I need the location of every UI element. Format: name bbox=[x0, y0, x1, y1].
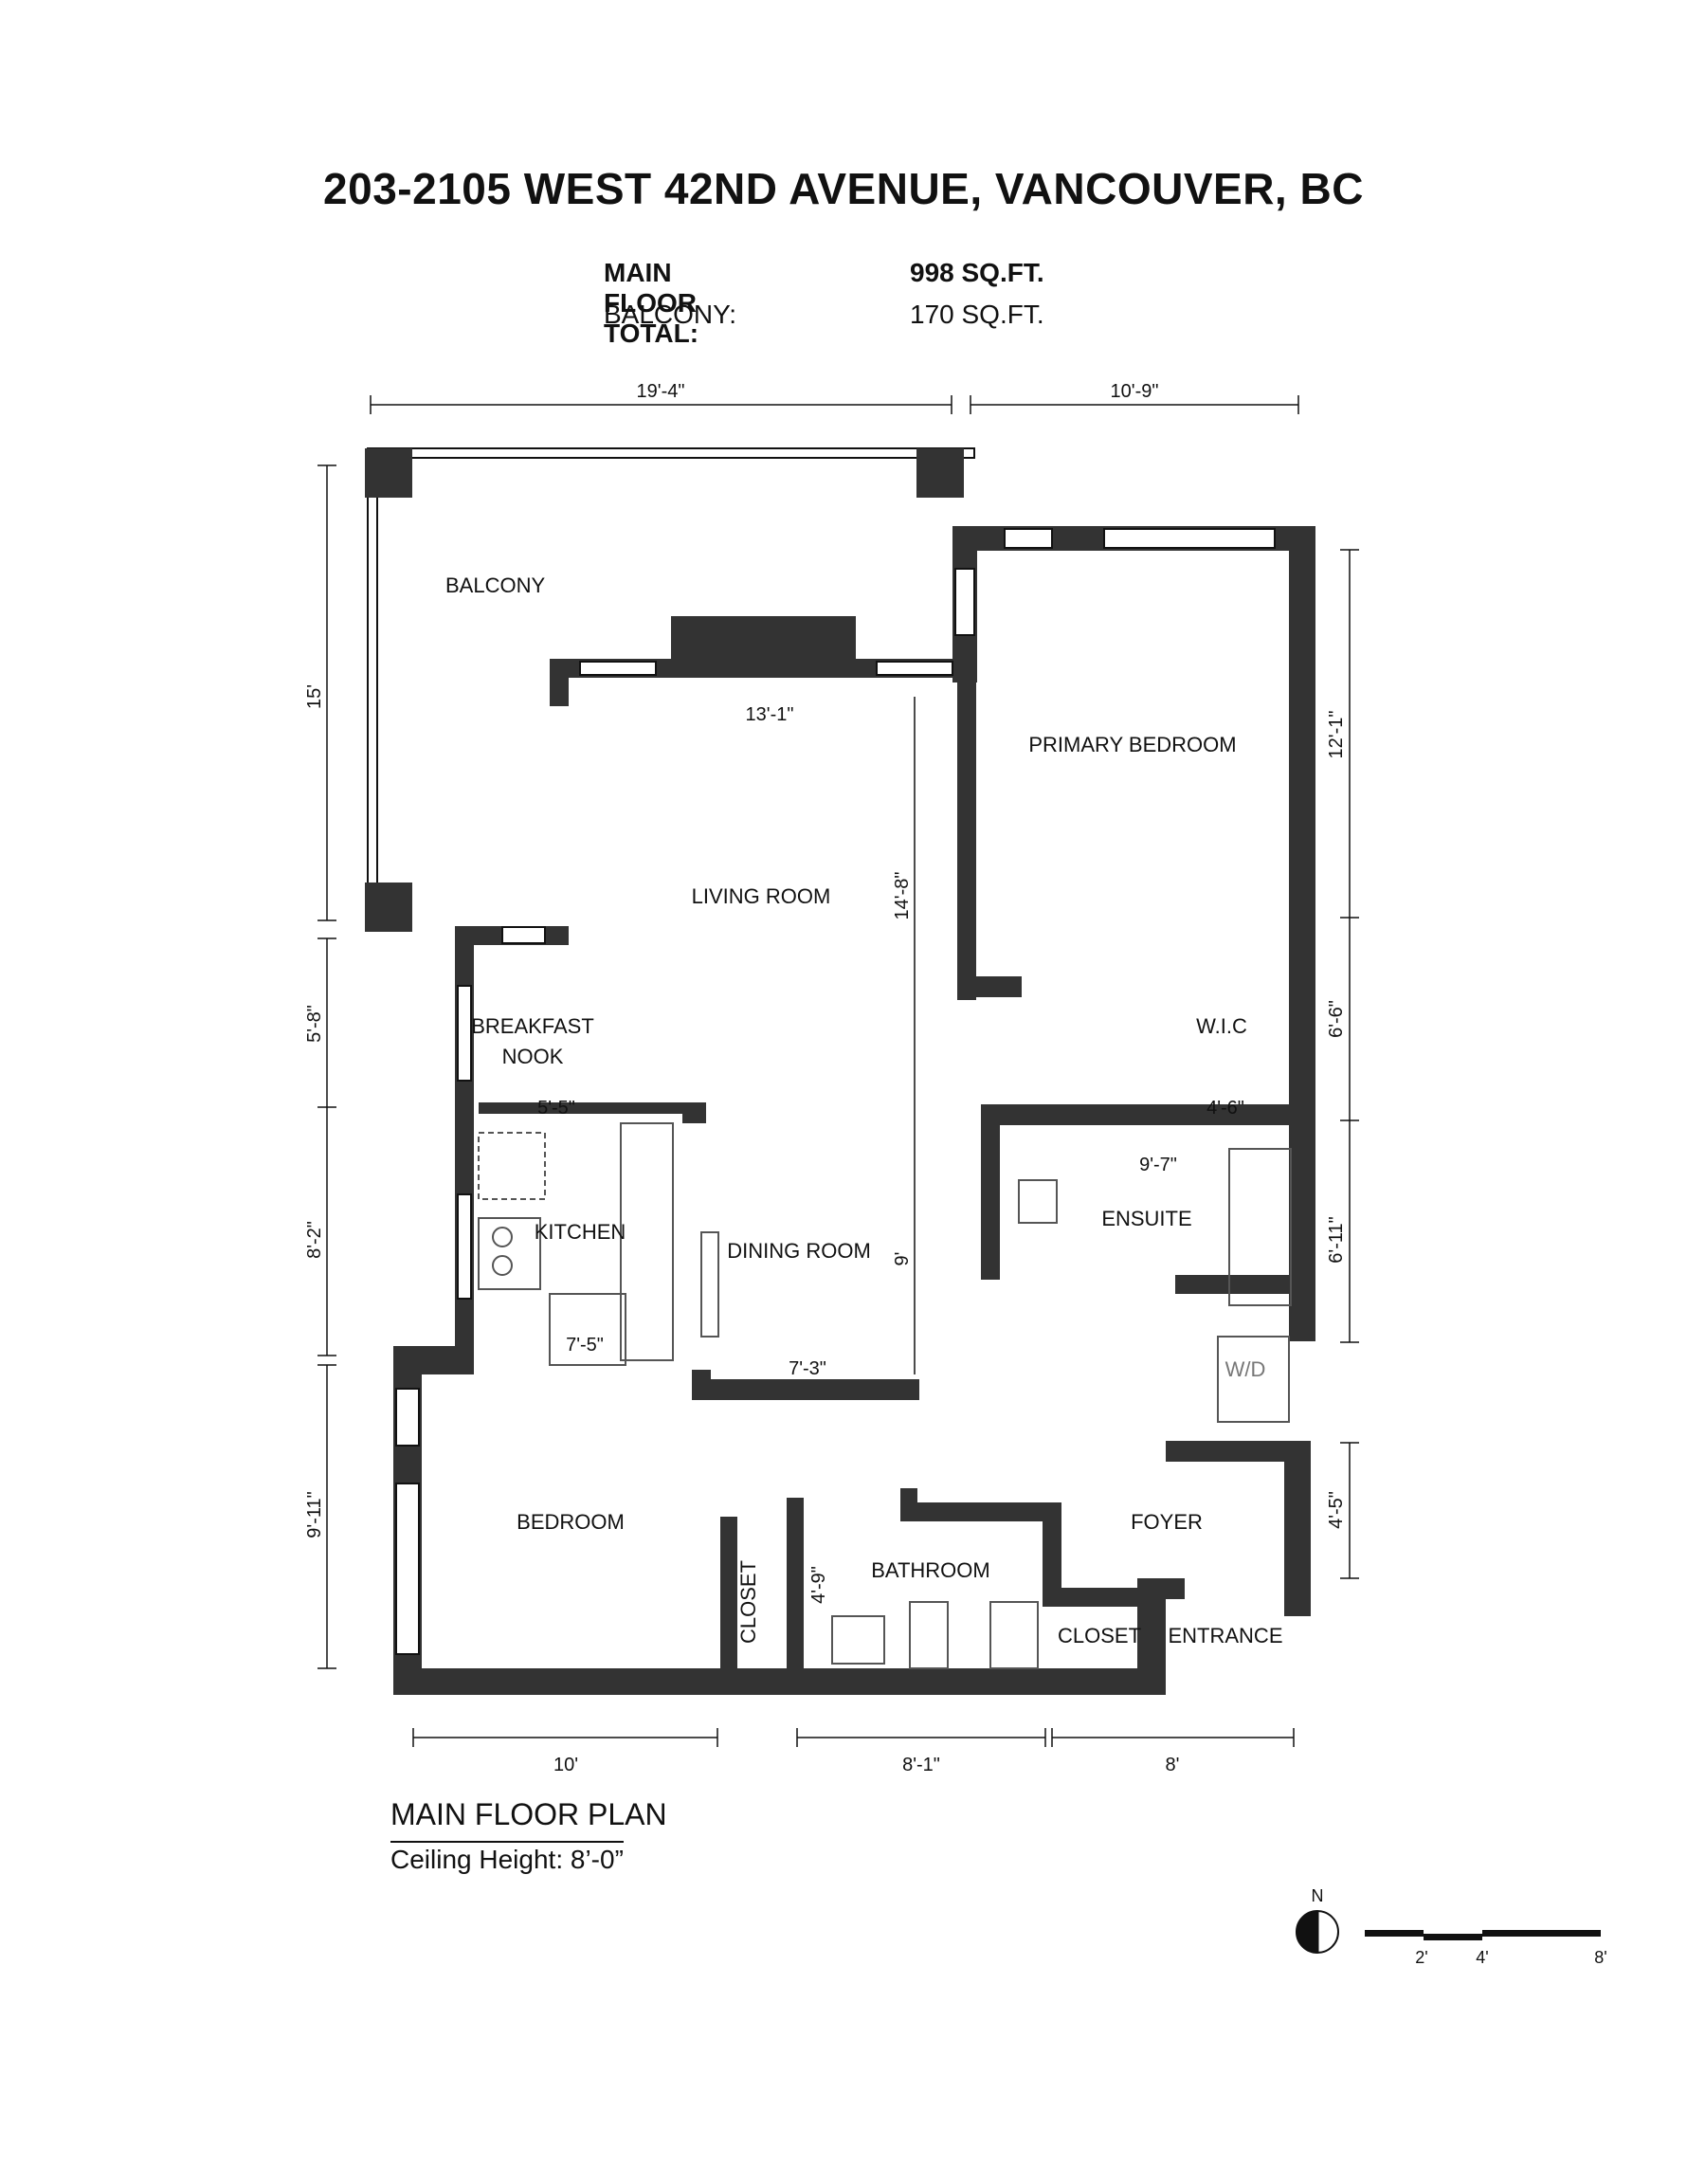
room-label-dining-room: DINING ROOM bbox=[727, 1239, 871, 1263]
room-label-balcony: BALCONY bbox=[445, 573, 545, 597]
room-label-kitchen: KITCHEN bbox=[535, 1220, 626, 1244]
dim-top-left: 19'-4" bbox=[637, 381, 685, 402]
dim-living-height: 14'-8" bbox=[892, 872, 913, 920]
area-value: 170 SQ.FT. bbox=[910, 300, 1044, 329]
dim-top-right: 10'-9" bbox=[1111, 381, 1159, 402]
room-labels: BALCONY PRIMARY BEDROOM LIVING ROOM BREA… bbox=[445, 573, 1283, 1647]
room-label-living-room: LIVING ROOM bbox=[692, 884, 831, 908]
room-label-wd: W/D bbox=[1225, 1357, 1266, 1381]
dim-kitchen-height: 8'-2" bbox=[304, 1221, 325, 1259]
compass-label: N bbox=[1312, 1886, 1324, 1905]
dim-bottom-mid: 8'-1" bbox=[902, 1755, 940, 1775]
room-label-ensuite: ENSUITE bbox=[1101, 1207, 1191, 1230]
room-label-bathroom: BATHROOM bbox=[871, 1558, 989, 1582]
dim-nook-height: 5'-8" bbox=[304, 1005, 325, 1043]
area-label: BALCONY: bbox=[604, 300, 737, 329]
scale-label: 2' bbox=[1415, 1948, 1427, 1967]
dim-bedroom-height: 9'-11" bbox=[304, 1491, 325, 1538]
dim-wic-height: 6'-6" bbox=[1326, 1000, 1347, 1038]
dim-balcony-height: 15' bbox=[304, 684, 325, 709]
ceiling-height: Ceiling Height: 8’-0” bbox=[390, 1841, 624, 1875]
dim-bathroom-depth: 4'-9" bbox=[808, 1566, 829, 1604]
dim-wic-width: 4'-6" bbox=[1206, 1098, 1244, 1119]
room-label-foyer: FOYER bbox=[1131, 1510, 1203, 1534]
windows bbox=[395, 528, 1276, 1655]
dim-living-width: 13'-1" bbox=[746, 704, 794, 725]
dimension-lines bbox=[317, 395, 1359, 1747]
room-label-wic: W.I.C bbox=[1196, 1014, 1247, 1038]
dim-dining-width: 7'-3" bbox=[789, 1358, 826, 1379]
dim-nook-width: 5'-5" bbox=[537, 1098, 575, 1119]
fixtures bbox=[478, 1122, 1292, 1669]
dim-foyer-height: 4'-5" bbox=[1326, 1491, 1347, 1529]
dim-kitchen-width: 7'-5" bbox=[566, 1335, 604, 1356]
room-label-nook: NOOK bbox=[502, 1045, 564, 1068]
area-value: 998 SQ.FT. bbox=[910, 258, 1044, 287]
dim-ensuite-height: 6'-11" bbox=[1326, 1216, 1347, 1263]
dimension-labels: 19'-4" 10'-9" 15' 13'-1" 14'-8" 12'-1" 5… bbox=[304, 381, 1347, 1775]
room-label-bedroom-closet: CLOSET bbox=[736, 1560, 760, 1644]
dim-bottom-left: 10' bbox=[553, 1755, 578, 1775]
dim-primary-height: 12'-1" bbox=[1326, 711, 1347, 759]
room-label-bedroom: BEDROOM bbox=[517, 1510, 625, 1534]
property-title: 203-2105 WEST 42ND AVENUE, VANCOUVER, BC bbox=[323, 164, 1364, 213]
dim-ensuite-width: 9'-7" bbox=[1139, 1155, 1177, 1175]
room-label-entrance: ENTRANCE bbox=[1168, 1624, 1282, 1647]
scale-bar: 2' 4' 8' bbox=[1365, 1930, 1607, 1967]
balcony-outline bbox=[365, 447, 975, 932]
plan-title: MAIN FLOOR PLAN bbox=[390, 1797, 667, 1831]
dim-dining-height: 9' bbox=[892, 1252, 913, 1266]
north-arrow: N bbox=[1296, 1886, 1339, 1954]
room-label-primary-bedroom: PRIMARY BEDROOM bbox=[1028, 733, 1236, 756]
scale-label: 4' bbox=[1476, 1948, 1488, 1967]
area-label: MAIN FLOOR TOTAL: bbox=[604, 258, 699, 348]
room-label-entry-closet: CLOSET bbox=[1058, 1624, 1141, 1647]
room-label-breakfast: BREAKFAST bbox=[471, 1014, 594, 1038]
dim-bottom-right: 8' bbox=[1166, 1755, 1180, 1775]
scale-label: 8' bbox=[1594, 1948, 1606, 1967]
